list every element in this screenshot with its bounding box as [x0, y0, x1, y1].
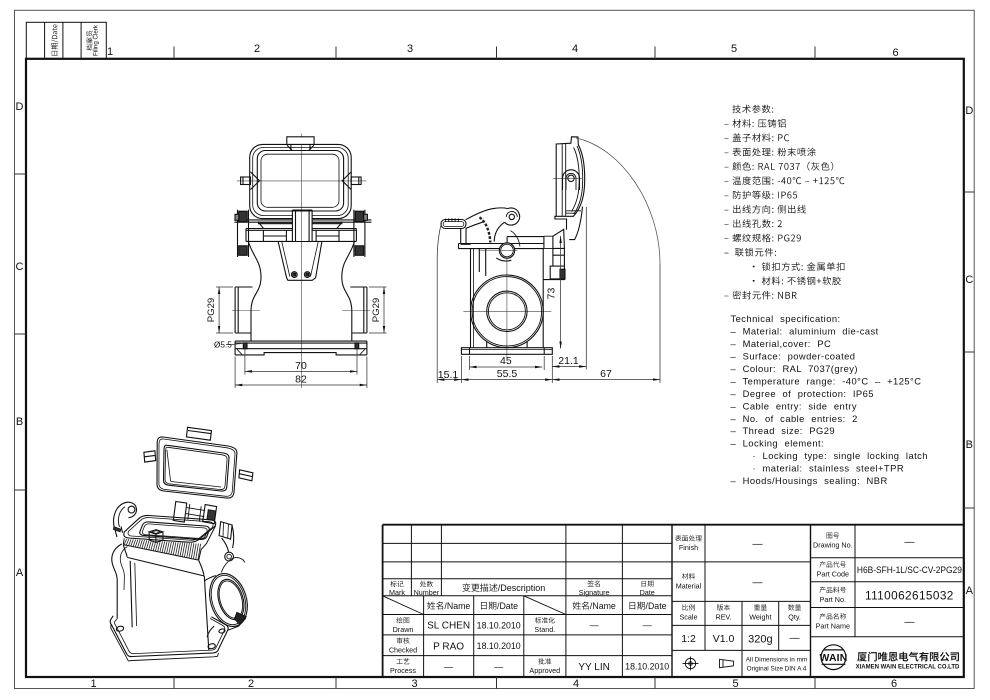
svg-text:SL CHEN: SL CHEN	[427, 621, 470, 632]
svg-text:/Name: /Name	[444, 601, 470, 611]
svg-text:– Temperature range: -40°C – +: – Temperature range: -40°C – +125°C	[731, 375, 922, 386]
svg-text:B: B	[16, 416, 23, 428]
svg-text:Signature: Signature	[579, 588, 610, 597]
svg-text:6: 6	[892, 47, 898, 59]
svg-text:18.10.2010: 18.10.2010	[625, 662, 669, 672]
svg-text:/Date: /Date	[646, 601, 667, 611]
svg-text:– Cable entry: side entry: – Cable entry: side entry	[731, 400, 857, 411]
svg-text:320g: 320g	[748, 634, 772, 646]
svg-text:2: 2	[248, 678, 254, 690]
svg-text:C: C	[16, 261, 24, 273]
svg-text:– Degree of protection: IP65: – Degree of protection: IP65	[731, 388, 874, 399]
svg-text:B: B	[966, 439, 973, 451]
svg-text:Original Size DIN A 4: Original Size DIN A 4	[747, 666, 807, 673]
svg-text:73: 73	[546, 288, 558, 300]
svg-text:– Locking element:: – Locking element:	[731, 438, 825, 449]
svg-text:– Material: aluminium die-cast: – Material: aluminium die-cast	[731, 326, 879, 337]
svg-text:18.10.2010: 18.10.2010	[477, 620, 521, 630]
svg-text:21.1: 21.1	[558, 355, 579, 367]
svg-text:XIAMEN WAIN ELECTRICAL CO.LTD: XIAMEN WAIN ELECTRICAL CO.LTD	[856, 664, 960, 670]
svg-text:—: —	[904, 537, 914, 548]
svg-text:Stand.: Stand.	[534, 625, 555, 634]
svg-text:3: 3	[407, 43, 413, 55]
svg-text:—: —	[444, 662, 453, 672]
svg-text:Drawing No.: Drawing No.	[813, 540, 853, 549]
svg-text:– Colour: RAL 7037(grey): – Colour: RAL 7037(grey)	[731, 363, 858, 374]
svg-text:—: —	[643, 620, 652, 630]
svg-text:—: —	[904, 617, 914, 628]
svg-text:PG29: PG29	[371, 298, 382, 323]
svg-text:6: 6	[891, 678, 897, 690]
svg-text:D: D	[965, 105, 973, 117]
svg-text:45: 45	[500, 355, 512, 367]
svg-text:3: 3	[411, 678, 417, 690]
svg-text:WAIN: WAIN	[820, 653, 848, 664]
svg-text:/Description: /Description	[498, 583, 546, 593]
svg-text:/Name: /Name	[590, 601, 616, 611]
svg-text:—: —	[753, 539, 763, 550]
svg-text:5: 5	[731, 43, 737, 55]
svg-text:—: —	[494, 662, 503, 672]
svg-text:70: 70	[295, 360, 307, 372]
svg-text:5: 5	[732, 678, 738, 690]
svg-text:Checked: Checked	[389, 645, 417, 654]
svg-text:· Locking type: single locki: · Locking type: single locking latch	[753, 450, 928, 461]
svg-text:4: 4	[572, 43, 578, 55]
svg-text:A: A	[966, 585, 974, 597]
svg-text:1: 1	[107, 46, 113, 58]
svg-text:P RAO: P RAO	[433, 641, 464, 652]
svg-text:4: 4	[573, 678, 579, 690]
svg-text:D: D	[16, 101, 24, 113]
svg-text:Process: Process	[390, 666, 416, 675]
svg-text:– Thread size: PG29: – Thread size: PG29	[731, 425, 836, 436]
svg-text:Qty.: Qty.	[788, 613, 801, 622]
svg-text:1: 1	[90, 678, 96, 690]
svg-text:Part No.: Part No.	[820, 595, 846, 604]
svg-text:Finish: Finish	[679, 543, 698, 552]
svg-text:55.5: 55.5	[497, 368, 518, 380]
svg-text:– No. of cable entries: 2: – No. of cable entries: 2	[731, 413, 858, 424]
svg-text:82: 82	[295, 374, 307, 386]
svg-text:V1.0: V1.0	[713, 633, 735, 645]
svg-text:REV.: REV.	[715, 613, 731, 622]
svg-text:H6B-SFH-1L/SC-CV-2PG29: H6B-SFH-1L/SC-CV-2PG29	[857, 565, 962, 575]
svg-text:Part Name: Part Name	[816, 621, 850, 630]
svg-text:Drawn: Drawn	[393, 625, 414, 634]
svg-text:– Material,cover: PC: – Material,cover: PC	[731, 338, 832, 349]
svg-text:· material: stainless steel+: · material: stainless steel+TPR	[753, 463, 905, 474]
svg-text:A: A	[16, 567, 24, 579]
svg-text:—: —	[753, 578, 763, 589]
svg-text:—: —	[790, 633, 800, 644]
svg-text:Number: Number	[414, 588, 440, 597]
svg-text:Scale: Scale	[680, 613, 698, 622]
svg-text:1:2: 1:2	[681, 633, 696, 645]
svg-text:Date: Date	[640, 588, 655, 597]
svg-text:18.10.2010: 18.10.2010	[477, 641, 521, 651]
svg-text:Technical specification:: Technical specification:	[731, 313, 841, 324]
svg-text:Approved: Approved	[529, 666, 560, 675]
svg-text:67: 67	[600, 368, 612, 380]
svg-text:Part Code: Part Code	[817, 569, 849, 578]
svg-text:– Surface: powder-coated: – Surface: powder-coated	[731, 351, 856, 362]
svg-text:PG29: PG29	[206, 298, 217, 323]
svg-text:Filing Clerk: Filing Clerk	[93, 24, 100, 56]
svg-text:C: C	[965, 274, 973, 286]
svg-text:15.1: 15.1	[438, 369, 459, 381]
svg-text:Ø5.5: Ø5.5	[214, 341, 232, 350]
svg-text:—: —	[590, 620, 599, 630]
svg-text:All Dimensions in mm: All Dimensions in mm	[746, 657, 807, 664]
svg-text:Mark: Mark	[389, 588, 405, 597]
svg-text:Weight: Weight	[749, 613, 771, 622]
svg-text:Material: Material	[676, 581, 702, 590]
svg-text:/Date: /Date	[497, 601, 518, 611]
svg-text:YY LIN: YY LIN	[578, 662, 610, 673]
svg-text:– Hoods/Housings sealing: NBR: – Hoods/Housings sealing: NBR	[731, 475, 888, 486]
svg-text:1110062615032: 1110062615032	[865, 588, 954, 602]
svg-text:2: 2	[254, 43, 260, 55]
